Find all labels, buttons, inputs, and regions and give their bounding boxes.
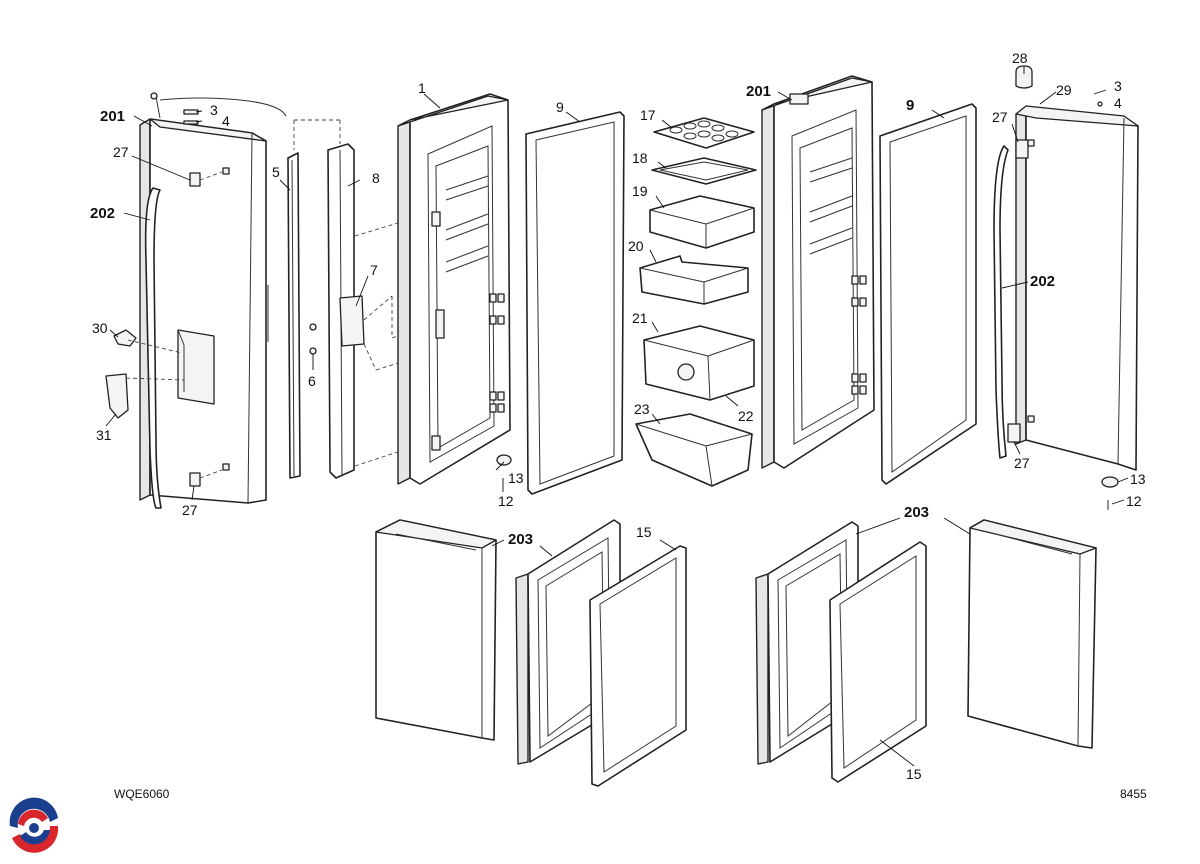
lower-door-left xyxy=(375,519,497,741)
label-5: 5 xyxy=(272,164,280,180)
left-fridge-door xyxy=(139,118,269,504)
label-22: 22 xyxy=(738,408,754,424)
egg-tray-17 xyxy=(653,117,755,149)
bin-23 xyxy=(635,413,753,487)
label-30: 30 xyxy=(92,320,108,336)
label-6: 6 xyxy=(308,373,316,389)
label-27-left-top: 27 xyxy=(113,144,129,160)
label-9-left: 9 xyxy=(556,99,564,115)
label-28: 28 xyxy=(1012,50,1028,66)
label-203-right: 203 xyxy=(904,504,929,521)
label-20: 20 xyxy=(628,238,644,254)
label-1: 1 xyxy=(418,80,426,96)
label-15-left: 15 xyxy=(636,524,652,540)
hinge-pin-left xyxy=(496,454,512,492)
label-3-right: 3 xyxy=(1114,78,1122,94)
label-29: 29 xyxy=(1056,82,1072,98)
brand-logo xyxy=(4,796,64,856)
left-door-liner xyxy=(397,93,511,485)
label-202-right: 202 xyxy=(1030,273,1055,290)
label-31: 31 xyxy=(96,427,112,443)
label-27-right-top: 27 xyxy=(992,109,1008,125)
bin-19 xyxy=(649,195,755,249)
label-203-left: 203 xyxy=(508,531,533,548)
hinge-pin-right xyxy=(1101,476,1119,510)
label-12-right: 12 xyxy=(1126,493,1142,509)
label-21: 21 xyxy=(632,310,648,326)
bin-20 xyxy=(639,255,749,305)
label-17: 17 xyxy=(640,107,656,123)
label-12-left: 12 xyxy=(498,493,514,509)
shelf-18 xyxy=(651,157,757,185)
label-8: 8 xyxy=(372,170,380,186)
lower-gasket-right xyxy=(829,541,927,783)
bin-21-22 xyxy=(643,325,755,401)
label-19: 19 xyxy=(632,183,648,199)
part-labels: 201 3 4 27 202 5 8 7 30 6 31 27 1 9 13 1… xyxy=(90,50,1146,782)
label-7: 7 xyxy=(370,262,378,278)
label-4-right: 4 xyxy=(1114,95,1122,111)
right-door-gasket xyxy=(879,103,977,485)
left-door-handle xyxy=(144,187,162,509)
label-202-left: 202 xyxy=(90,205,115,222)
left-door-gasket xyxy=(525,111,625,495)
label-201-right: 201 xyxy=(746,83,771,100)
leader-lines xyxy=(105,66,1129,767)
label-9-right: 9 xyxy=(906,97,914,114)
wire-harness xyxy=(150,92,287,125)
label-18: 18 xyxy=(632,150,648,166)
model-code: WQE6060 xyxy=(114,787,170,801)
door-strip-5 xyxy=(287,152,301,479)
label-3-left: 3 xyxy=(210,102,218,118)
label-15-right: 15 xyxy=(906,766,922,782)
water-dispenser-parts xyxy=(105,171,223,479)
label-27-right-bottom: 27 xyxy=(1014,455,1030,471)
label-201-left: 201 xyxy=(100,108,125,125)
label-27-left-bottom: 27 xyxy=(182,502,198,518)
label-13-right: 13 xyxy=(1130,471,1146,487)
label-13-left: 13 xyxy=(508,470,524,486)
lower-door-right xyxy=(967,519,1097,749)
door-bracket-8 xyxy=(293,119,441,479)
label-4-left: 4 xyxy=(222,113,230,129)
right-fridge-door xyxy=(993,65,1139,471)
page-code: 8455 xyxy=(1120,787,1147,801)
right-door-liner xyxy=(761,75,875,469)
label-23: 23 xyxy=(634,401,650,417)
lower-gasket-left xyxy=(589,545,687,787)
